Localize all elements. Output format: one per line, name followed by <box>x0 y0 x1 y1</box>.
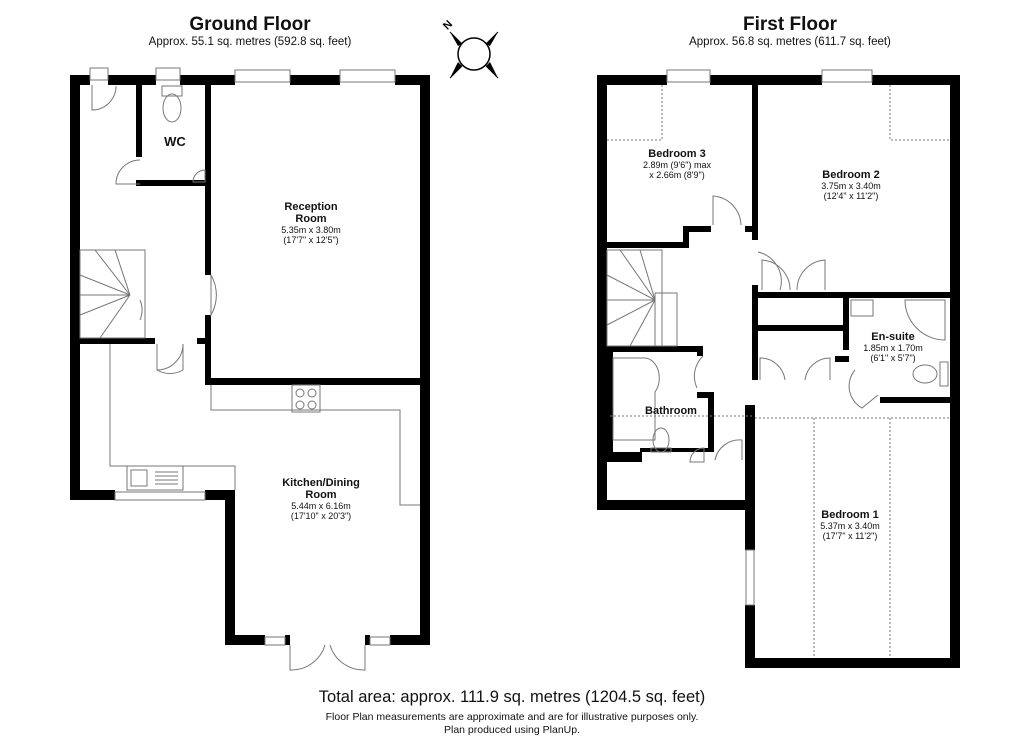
total-area: Total area: approx. 111.9 sq. metres (12… <box>318 688 706 706</box>
compass-rose-icon: N <box>441 18 499 79</box>
room-label-bedroom-2: Bedroom 2 3.75m x 3.40m (12'4" x 11'2") <box>821 169 881 201</box>
room-label-bedroom-3: Bedroom 3 2.89m (9'6") max x 2.66m (8'9"… <box>643 148 711 180</box>
first-floor-title: First Floor <box>743 14 837 35</box>
room-label-en-suite: En-suite 1.85m x 1.70m (6'1" x 5'7") <box>863 331 923 363</box>
disclaimer-text: Floor Plan measurements are approximate … <box>325 711 699 723</box>
ground-floor-area: Approx. 55.1 sq. metres (592.8 sq. feet) <box>148 36 352 48</box>
plan-credit: Plan produced using PlanUp. <box>443 724 580 736</box>
ground-floor-title: Ground Floor <box>189 14 311 35</box>
room-label-kitchen-dining: Kitchen/Dining Room 5.44m x 6.16m (17'10… <box>282 477 360 521</box>
first-floor-fixtures <box>606 69 950 658</box>
room-label-bathroom: Bathroom <box>645 405 697 417</box>
ground-floor-walls <box>70 75 430 645</box>
ground-floor-fixtures <box>79 67 420 671</box>
room-label-wc: WC <box>164 134 186 149</box>
first-floor-area: Approx. 56.8 sq. metres (611.7 sq. feet) <box>689 36 891 48</box>
room-label-reception: Reception Room 5.35m x 3.80m (17'7" x 12… <box>281 201 341 245</box>
first-floor-walls <box>597 75 960 668</box>
room-label-bedroom-1: Bedroom 1 5.37m x 3.40m (17'7" x 11'2") <box>820 509 880 541</box>
compass-north-label: N <box>441 18 455 32</box>
